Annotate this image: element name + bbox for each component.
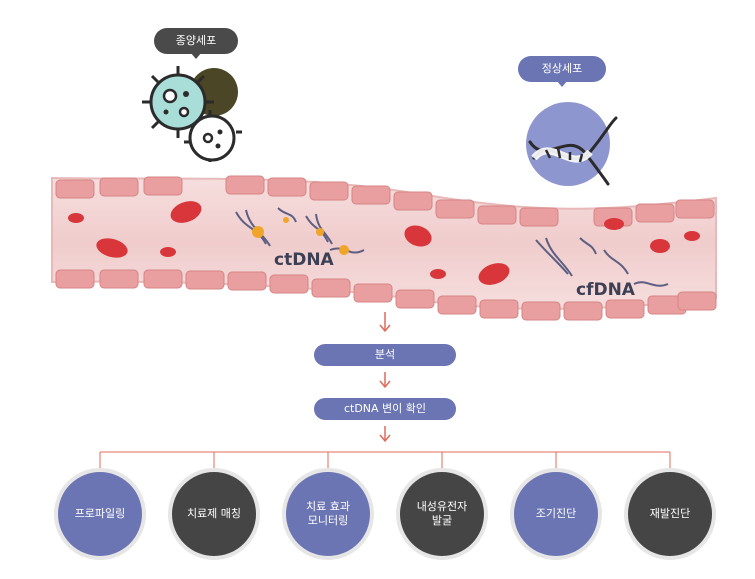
tumor-cell-icon	[142, 66, 242, 162]
outcome-recurrence-diagnosis: 재발진단	[624, 468, 716, 560]
ctdna-label: ctDNA	[274, 250, 334, 270]
tumor-label-pointer	[190, 52, 202, 59]
outcome-treatment-monitoring: 치료 효과 모니터링	[282, 468, 374, 560]
step-analysis: 분석	[314, 344, 456, 366]
step-mutation-check: ctDNA 변이 확인	[314, 398, 456, 420]
arrow-down-3	[379, 426, 391, 443]
blood-vessel	[51, 175, 717, 321]
outcome-drug-matching: 치료제 매칭	[168, 468, 260, 560]
outcome-label: 내성유전자 발굴	[416, 500, 468, 527]
arrow-down-1	[379, 312, 391, 333]
outcome-profiling: 프로파일링	[54, 468, 146, 560]
outcome-label: 프로파일링	[74, 507, 126, 520]
outcome-resistance-gene: 내성유전자 발굴	[396, 468, 488, 560]
branch-connector	[99, 451, 671, 468]
outcome-label: 재발진단	[649, 507, 691, 520]
outcome-label: 치료 효과 모니터링	[306, 500, 350, 527]
outcome-early-diagnosis: 조기진단	[510, 468, 602, 560]
outcome-label: 조기진단	[535, 507, 577, 520]
outcome-label: 치료제 매칭	[186, 507, 242, 520]
normal-cell-label: 정상세포	[518, 56, 606, 82]
normal-label-pointer	[556, 80, 568, 87]
arrow-down-2	[379, 372, 391, 389]
dna-icon	[526, 102, 618, 186]
tumor-cell-label: 종양세포	[154, 28, 238, 54]
cfdna-label: cfDNA	[576, 280, 635, 300]
